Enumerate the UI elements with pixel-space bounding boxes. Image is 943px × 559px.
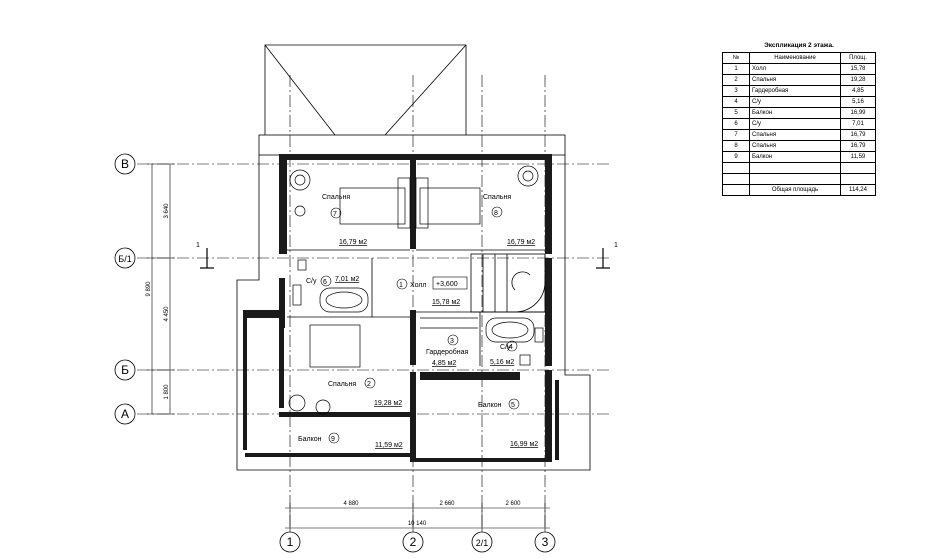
- room-num: 6: [323, 279, 327, 286]
- room-area: 11,59 м2: [375, 442, 403, 449]
- axis-label-col: 2/1: [476, 538, 489, 548]
- legend-empty-row: [722, 162, 876, 174]
- legend-empty-row: [722, 173, 876, 185]
- explication-table: Экспликация 2 этажа. № Наименование Площ…: [722, 40, 876, 196]
- room-area: 16,79 м2: [339, 239, 367, 246]
- room-name: Холл: [410, 282, 427, 289]
- dim-bottom: 4 880: [343, 501, 359, 507]
- toilet-6: [297, 259, 307, 271]
- dim-left: 4 450: [164, 306, 170, 322]
- section-label: 1: [614, 242, 618, 249]
- dim-left: 1 800: [164, 384, 170, 400]
- room-num: 8: [494, 210, 498, 217]
- bed-7: [339, 187, 406, 225]
- axis-label-row: В: [121, 157, 129, 171]
- bathtub-4: [485, 317, 535, 343]
- room-name: Спальня: [322, 194, 350, 201]
- room-area: 19,28 м2: [374, 400, 402, 407]
- room-num: 1: [399, 282, 403, 289]
- bottom-dimension: [285, 503, 550, 532]
- left-dimension: [147, 163, 175, 415]
- axis-label-col: 3: [542, 535, 549, 549]
- room-area: 4,85 м2: [432, 360, 456, 367]
- room-name: С/у: [500, 344, 511, 351]
- legend-header-area: Площ.: [840, 52, 876, 64]
- room-area: 16,79 м2: [507, 239, 535, 246]
- room-num: 2: [367, 381, 371, 388]
- axis-label-row: А: [121, 407, 129, 421]
- legend-header-num: №: [722, 52, 750, 64]
- dim-left: 3 640: [164, 203, 170, 219]
- axis-label-col: 1: [287, 535, 294, 549]
- room-name: Спальня: [483, 194, 511, 201]
- outer-boundary: [236, 155, 591, 471]
- room-num: 4: [509, 344, 513, 351]
- legend-total-row: Общая площадь 114,24: [722, 184, 876, 196]
- walls: [243, 154, 559, 462]
- legend-header-row: № Наименование Площ.: [722, 52, 876, 64]
- room-area: 15,78 м2: [432, 299, 460, 306]
- bed-2: [309, 324, 361, 368]
- room-name: Балкон: [478, 402, 502, 409]
- section-marks: [200, 248, 610, 269]
- dim-left-total: 9 890: [146, 281, 152, 297]
- legend-total-label: Общая площадь: [749, 184, 841, 196]
- axis-label-row: Б/1: [118, 254, 131, 264]
- room-area: 7,01 м2: [335, 276, 359, 283]
- room-area: 16,99 м2: [510, 441, 538, 448]
- bed-8: [419, 187, 481, 225]
- room-name: Балкон: [298, 436, 322, 443]
- room-num: 3: [450, 338, 454, 345]
- room-num: 9: [331, 436, 335, 443]
- axis-label-col: 2: [410, 535, 417, 549]
- axis-bubbles: [114, 153, 556, 553]
- dim-bottom: 2 660: [439, 501, 455, 507]
- room-area: 5,16 м2: [490, 359, 514, 366]
- room-name: Спальня: [328, 381, 356, 388]
- toilet-4: [519, 354, 531, 366]
- level-mark: +3,600: [436, 281, 458, 288]
- room-name: Гардеробная: [426, 348, 469, 356]
- dim-bottom: 2 600: [505, 501, 521, 507]
- bathtub-6: [319, 287, 369, 313]
- plants: [288, 165, 539, 415]
- axis-label-row: Б: [121, 363, 129, 377]
- partitions: [287, 249, 546, 366]
- furniture: [292, 177, 544, 368]
- legend-header-name: Наименование: [749, 52, 841, 64]
- room-name: С/у: [306, 278, 317, 285]
- section-label: 1: [196, 242, 200, 249]
- dim-bottom-total: 10 140: [408, 521, 427, 527]
- room-num: 5: [511, 402, 515, 409]
- legend-total-value: 114,24: [840, 184, 876, 196]
- legend-title: Экспликация 2 этажа.: [764, 42, 834, 49]
- roof-outline: [258, 44, 566, 156]
- room-num: 7: [333, 211, 337, 218]
- sink-6: [292, 284, 302, 306]
- sink-4: [534, 327, 544, 343]
